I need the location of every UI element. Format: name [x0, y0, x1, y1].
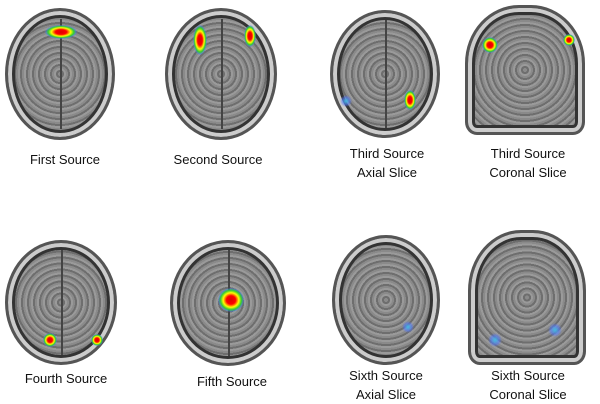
- label-text: Third Source: [349, 146, 425, 161]
- label-text: Second Source: [173, 152, 263, 167]
- label-text: Sixth Source: [491, 368, 565, 383]
- activation-spot: [244, 25, 256, 47]
- label-text: Fourth Source: [24, 371, 108, 386]
- activation-spot: [402, 321, 414, 333]
- activation-spot: [548, 323, 562, 337]
- label-subtext: Coronal Slice: [489, 387, 567, 402]
- label-subtext: Axial Slice: [357, 165, 417, 180]
- panel-label: Second Source: [148, 150, 288, 169]
- brain-sixth-source-axial: [332, 235, 440, 365]
- label-text: Fifth Source: [196, 374, 268, 389]
- label-subtext: Coronal Slice: [489, 165, 567, 180]
- panel-label: Fifth Source: [162, 372, 302, 391]
- panel-label: Fourth Source: [0, 369, 136, 388]
- activation-spot: [482, 37, 498, 53]
- brain-third-source-coronal: [465, 5, 585, 135]
- label-subtext: Axial Slice: [356, 387, 416, 402]
- brain-fourth-source: [5, 240, 117, 365]
- label-text: Third Source: [490, 146, 566, 161]
- brain-sixth-source-coronal: [468, 230, 586, 365]
- activation-spot: [193, 25, 207, 55]
- brain-second-source: [165, 8, 277, 140]
- activation-spot: [340, 95, 352, 107]
- activation-spot: [488, 333, 502, 347]
- label-text: Sixth Source: [349, 368, 423, 383]
- activation-spot: [43, 333, 57, 347]
- activation-spot: [218, 288, 244, 312]
- brain-third-source-axial: [330, 10, 440, 138]
- activation-spot: [91, 334, 103, 346]
- activation-spot: [45, 25, 77, 39]
- panel-label: First Source: [0, 150, 135, 169]
- activation-spot: [563, 34, 575, 46]
- activation-spot: [404, 90, 416, 110]
- label-text: First Source: [29, 152, 101, 167]
